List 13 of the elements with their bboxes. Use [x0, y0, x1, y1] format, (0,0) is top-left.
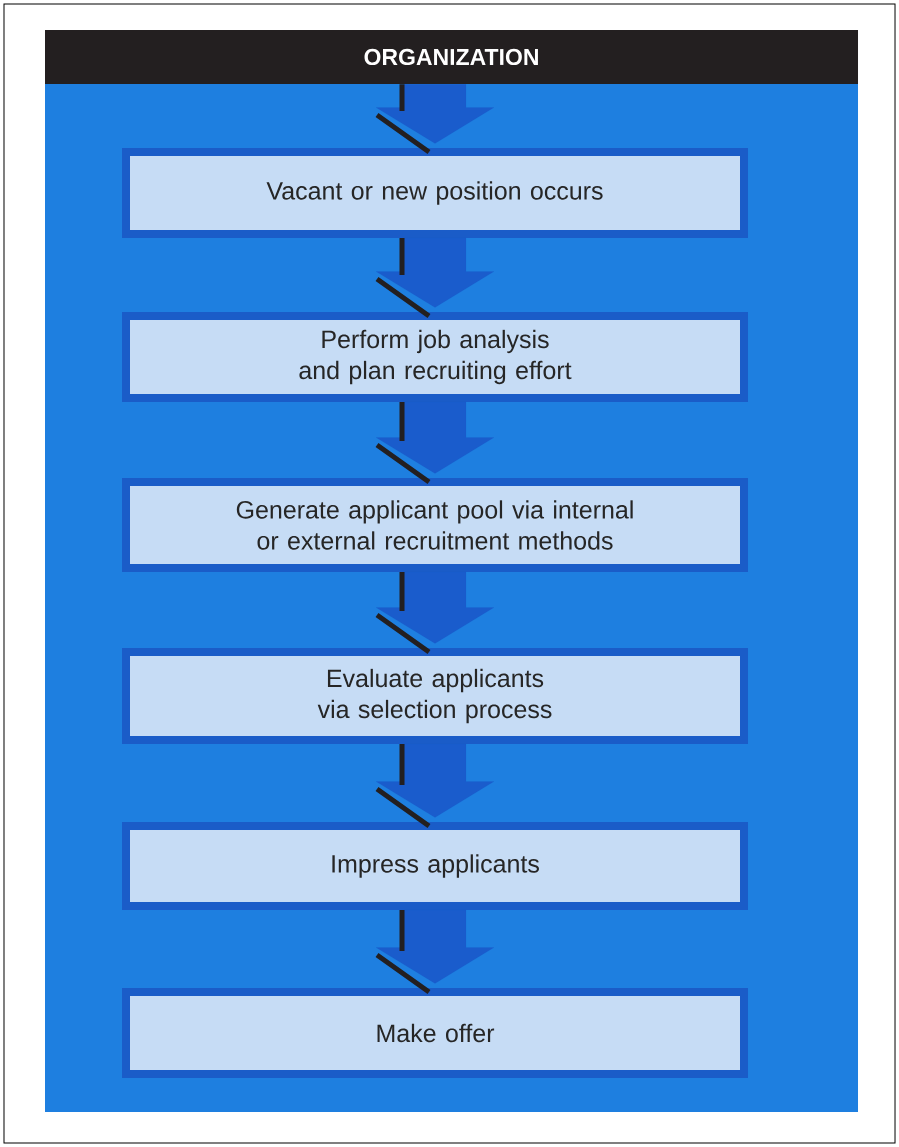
process-box: Make offer	[122, 988, 748, 1078]
block-arrow	[375, 743, 495, 818]
block-arrow	[375, 237, 495, 308]
process-box: Generate applicant pool via internal or external recruitment methods	[122, 478, 748, 572]
block-arrow	[375, 401, 495, 474]
block-arrow	[375, 84, 495, 144]
process-box: Perform job analysis and plan recruiting effort	[122, 312, 748, 402]
process-box: Impress applicants	[122, 822, 748, 910]
header-band: ORGANIZATION	[45, 30, 858, 84]
block-arrow	[375, 571, 495, 644]
block-arrow	[375, 909, 495, 984]
process-box: Evaluate applicants via selection process	[122, 648, 748, 744]
process-box: Vacant or new position occurs	[122, 148, 748, 238]
